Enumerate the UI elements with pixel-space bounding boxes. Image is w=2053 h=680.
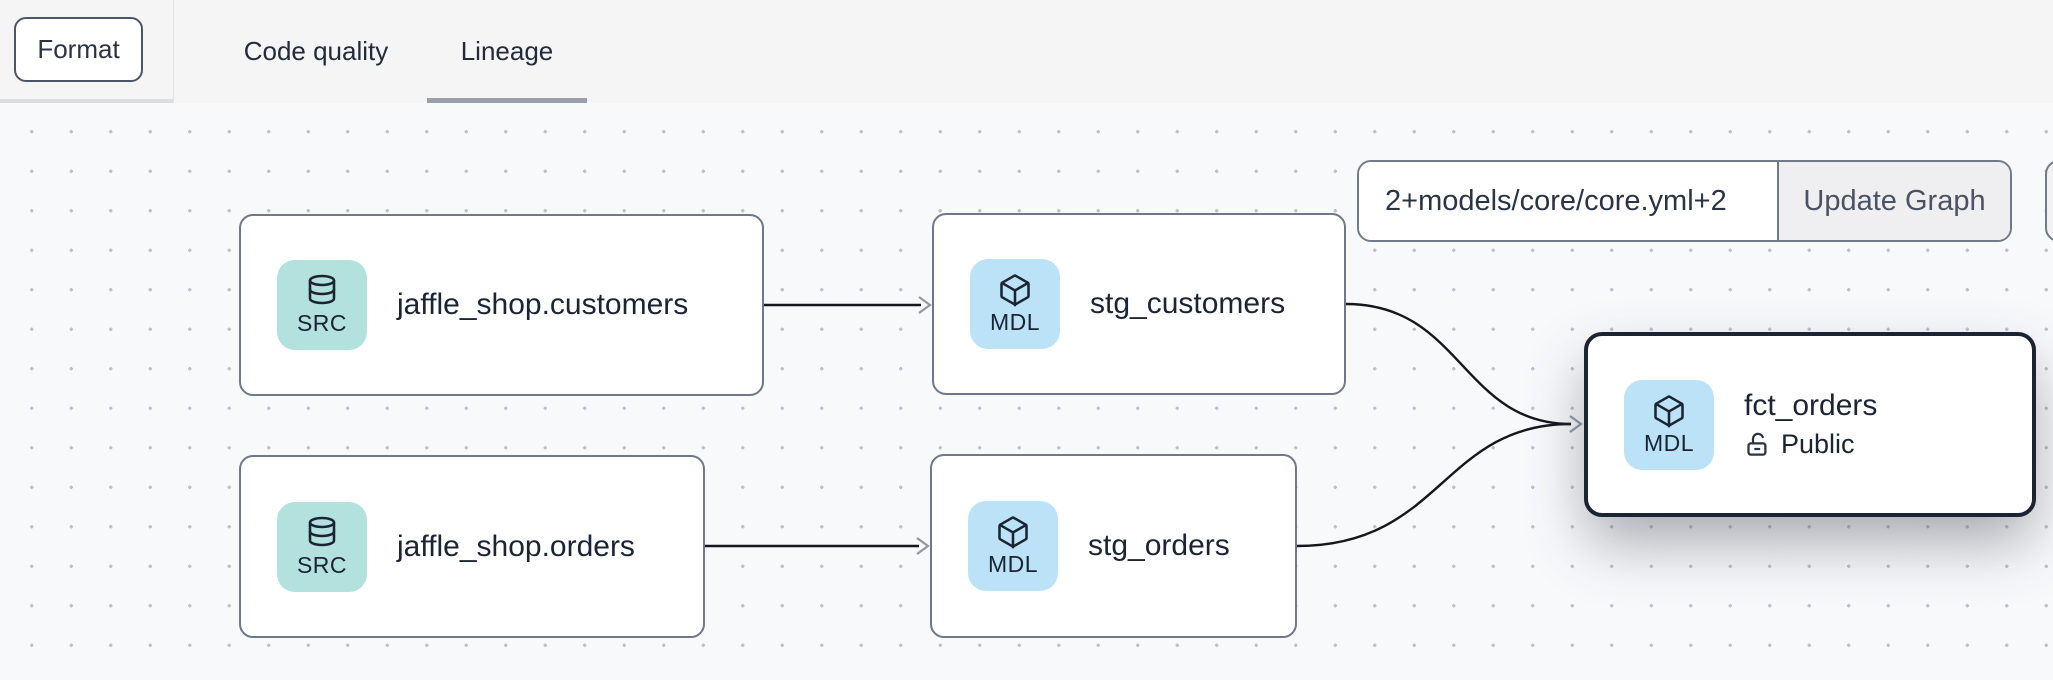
database-icon: [304, 515, 340, 551]
node-title: jaffle_shop.orders: [397, 529, 635, 563]
model-badge: MDL: [970, 259, 1060, 349]
model-badge: MDL: [968, 501, 1058, 591]
cube-icon: [995, 514, 1031, 550]
badge-label: SRC: [296, 551, 348, 578]
node-source-jaffle-shop-orders[interactable]: SRC jaffle_shop.orders: [239, 455, 705, 638]
node-stg-customers[interactable]: MDL stg_customers: [932, 213, 1346, 395]
top-bar: Format Code quality Lineage: [0, 0, 2053, 103]
topbar-divider: [173, 0, 174, 103]
unlock-icon: [1744, 431, 1771, 458]
access-label: Public: [1781, 429, 1855, 459]
node-title: jaffle_shop.customers: [397, 288, 689, 321]
badge-label: MDL: [989, 309, 1041, 335]
source-badge: SRC: [277, 260, 367, 350]
database-icon: [304, 273, 340, 309]
format-button[interactable]: Format: [14, 17, 143, 82]
badge-label: SRC: [296, 310, 348, 336]
cube-icon: [997, 272, 1033, 308]
active-tab-underline: [427, 98, 587, 103]
node-title: stg_orders: [1088, 529, 1230, 562]
node-fct-orders[interactable]: MDL fct_orders Public: [1584, 332, 2036, 517]
model-badge: MDL: [1624, 379, 1714, 470]
tab-lineage[interactable]: Lineage: [460, 36, 554, 66]
partial-widget[interactable]: [2045, 160, 2053, 242]
graph-selector-widget: Update Graph: [1357, 160, 2012, 242]
badge-label: MDL: [987, 551, 1039, 577]
update-graph-button[interactable]: Update Graph: [1777, 162, 2010, 240]
badge-label: MDL: [1643, 429, 1695, 456]
access-row: Public: [1744, 429, 1877, 460]
source-badge: SRC: [277, 501, 367, 592]
node-title: fct_orders: [1744, 389, 1878, 422]
cube-icon: [1651, 393, 1687, 429]
tab-code-quality[interactable]: Code quality: [243, 36, 389, 66]
topbar-left-underline: [0, 99, 173, 103]
node-source-jaffle-shop-customers[interactable]: SRC jaffle_shop.customers: [239, 214, 764, 396]
selector-input[interactable]: [1359, 162, 1777, 240]
node-title: stg_customers: [1090, 287, 1286, 320]
node-stg-orders[interactable]: MDL stg_orders: [930, 454, 1297, 638]
